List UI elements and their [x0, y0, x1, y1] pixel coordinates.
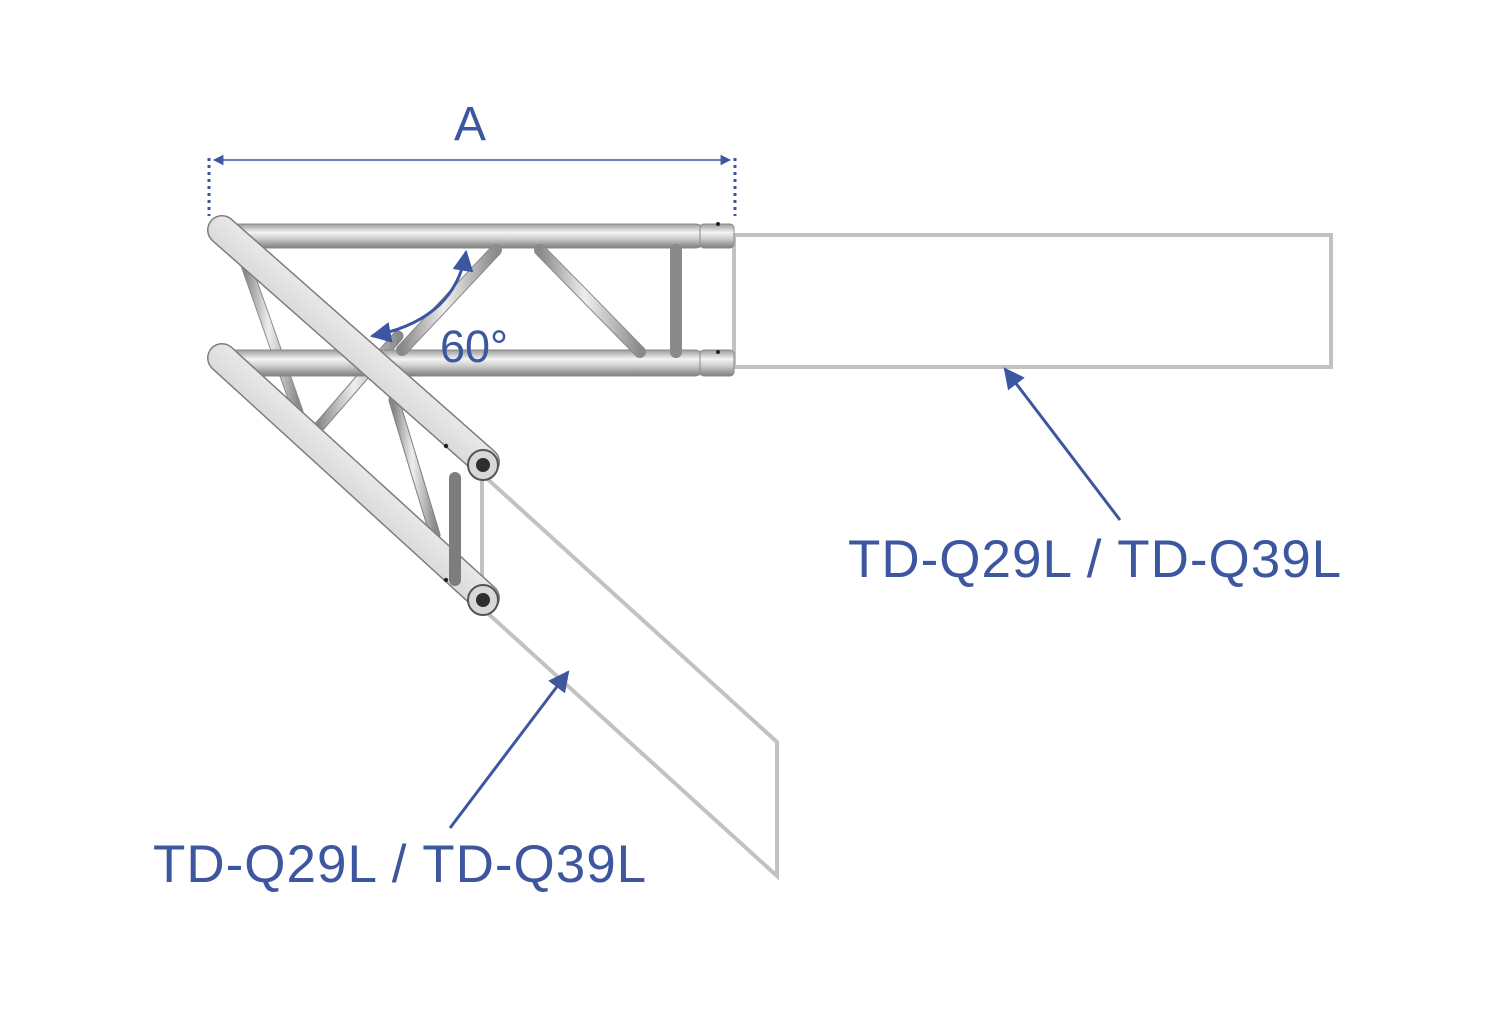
- callout-right: TD-Q29L / TD-Q39L: [848, 367, 1342, 589]
- dimension-label: A: [454, 98, 486, 151]
- angle-arc-arrow: [369, 249, 474, 343]
- truss-corner-icon: [207, 215, 735, 616]
- callout-bottom-label: TD-Q29L / TD-Q39L: [153, 835, 647, 894]
- callout-bottom-arrow: [448, 670, 570, 829]
- callout-bottom: TD-Q29L / TD-Q39L: [153, 670, 647, 894]
- placeholder-truss-right: [732, 233, 1333, 369]
- callout-right-arrow: [1003, 367, 1122, 521]
- angle-annotation: 60°: [369, 249, 508, 372]
- dimension-a: A: [207, 98, 737, 216]
- callout-right-label: TD-Q29L / TD-Q39L: [848, 530, 1342, 589]
- placeholder-truss-bottom: [480, 469, 779, 881]
- angle-label: 60°: [440, 321, 508, 372]
